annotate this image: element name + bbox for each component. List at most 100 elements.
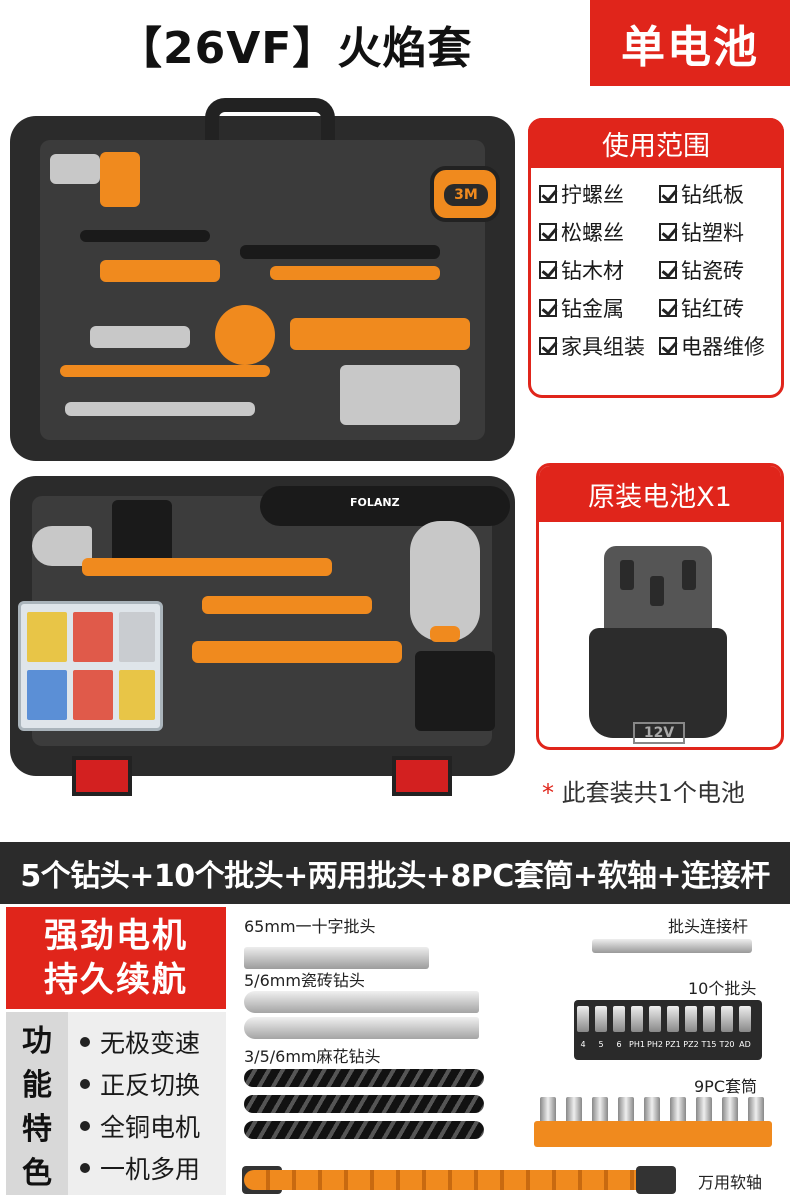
usage-list: 拧螺丝 钻纸板 松螺丝 钻塑料 钻木材 钻瓷砖 钻金属 钻红砖 家具组装 电器维…: [539, 179, 784, 360]
pliers: [192, 641, 402, 663]
battery-terminal: [682, 560, 696, 590]
battery-base: [589, 628, 727, 738]
socket-row: [65, 402, 255, 416]
hammer-head: [32, 526, 92, 566]
bit-code: PZ1: [665, 1040, 681, 1049]
check-icon: [539, 298, 557, 317]
tile-bit: [244, 991, 479, 1013]
case-lid-tray: [40, 140, 485, 440]
bit: [649, 1006, 661, 1032]
connector-label: 批头连接杆: [668, 917, 749, 936]
check-icon: [659, 298, 677, 317]
drill-handle: [410, 521, 480, 641]
sockets-label: 9PC套筒: [694, 1077, 758, 1096]
anchor-group: [73, 612, 113, 662]
socket: [644, 1097, 660, 1127]
utility-knife: [90, 326, 190, 348]
bit: [631, 1006, 643, 1032]
battery-terminal: [650, 576, 664, 606]
battery-note: * 此套装共1个电池: [542, 773, 745, 808]
bit-code: PZ2: [683, 1040, 699, 1049]
flex-shaft-end: [636, 1166, 676, 1194]
feature-side-char: 特: [22, 1112, 52, 1147]
feature-headline-line: 持久续航: [44, 960, 188, 1000]
accessories-banner: 5个钻头+10个批头+两用批头+8PC套筒+软轴+连接杆: [0, 842, 790, 904]
note-text: 此套装共1个电池: [561, 779, 745, 807]
usage-item: 钻纸板: [659, 179, 784, 208]
bit-code: 6: [616, 1040, 622, 1049]
usage-item: 钻红砖: [659, 293, 784, 322]
usage-item: 松螺丝: [539, 217, 659, 246]
case-lid: 3M: [10, 98, 515, 461]
bit-code: 5: [598, 1040, 604, 1049]
screwdriver: [270, 266, 440, 280]
anchor-group: [27, 612, 67, 662]
feature-side-char: 功: [22, 1024, 52, 1059]
wire-stripper: [100, 260, 220, 282]
battery-title: 原装电池X1: [539, 466, 781, 522]
cross-bit-label: 65mm一十字批头: [244, 917, 376, 936]
usage-panel: 使用范围 拧螺丝 钻纸板 松螺丝 钻塑料 钻木材 钻瓷砖 钻金属 钻红砖 家具组…: [528, 118, 784, 398]
cross-bit: [244, 947, 429, 969]
flex-shaft-label: 万用软轴: [698, 1173, 763, 1192]
socket: [722, 1097, 738, 1127]
bit-code: T15: [701, 1040, 717, 1049]
feature-item: 无极变速: [80, 1024, 200, 1060]
usage-item: 拧螺丝: [539, 179, 659, 208]
check-icon: [659, 260, 677, 279]
bit: [577, 1006, 589, 1032]
check-icon: [659, 336, 677, 355]
battery-panel: 原装电池X1 12V: [536, 463, 784, 750]
socket: [748, 1097, 764, 1127]
case-latch-left: [72, 756, 132, 796]
anchor-group: [119, 612, 155, 662]
usage-item: 电器维修: [659, 331, 784, 360]
twist-bit-label: 3/5/6mm麻花钻头: [244, 1047, 381, 1066]
battery-terminal: [620, 560, 634, 590]
drill-trigger: [430, 626, 460, 642]
tape-label: 3M: [444, 184, 488, 206]
socket: [670, 1097, 686, 1127]
feature-side-char: 能: [22, 1068, 52, 1103]
twist-bit: [244, 1095, 484, 1113]
hammer-handle: [82, 558, 332, 576]
feature-item: 正反切换: [80, 1066, 200, 1102]
battery-voltage-label: 12V: [633, 722, 685, 744]
drill-body: [260, 486, 510, 526]
usage-item: 钻塑料: [659, 217, 784, 246]
feature-headline: 强劲电机 持久续航: [6, 907, 226, 1009]
tile-bit-label: 5/6mm瓷砖钻头: [244, 971, 365, 990]
feature-list: 无极变速 正反切换 全铜电机 一机多用: [68, 1012, 226, 1195]
bit: [685, 1006, 697, 1032]
socket-rail: [534, 1121, 772, 1147]
screw-organizer: [18, 601, 163, 731]
case-latch-right: [392, 756, 452, 796]
check-icon: [539, 260, 557, 279]
bit: [667, 1006, 679, 1032]
bit: [703, 1006, 715, 1032]
feature-headline-line: 强劲电机: [44, 916, 188, 956]
drill-bits: [340, 365, 460, 425]
bit: [595, 1006, 607, 1032]
socket: [618, 1097, 634, 1127]
check-icon: [659, 222, 677, 241]
note-star: *: [542, 779, 554, 807]
socket: [566, 1097, 582, 1127]
bit-code: PH1: [629, 1040, 645, 1049]
bit: [721, 1006, 733, 1032]
socket: [592, 1097, 608, 1127]
bit-code: PH2: [647, 1040, 663, 1049]
bit-connector-rod: [592, 939, 752, 953]
socket: [540, 1097, 556, 1127]
drill-brand: FOLANZ: [350, 496, 400, 509]
socket: [696, 1097, 712, 1127]
usage-title: 使用范围: [528, 118, 784, 168]
feature-side-char: 色: [22, 1156, 52, 1191]
usage-item: 钻金属: [539, 293, 659, 322]
voltage-tester: [80, 230, 210, 242]
anchor-group: [73, 670, 113, 720]
page-title: 【26VF】火焰套: [118, 23, 473, 74]
feature-item: 一机多用: [80, 1150, 200, 1186]
anchor-group: [27, 670, 67, 720]
battery-image: 12V: [589, 546, 729, 744]
